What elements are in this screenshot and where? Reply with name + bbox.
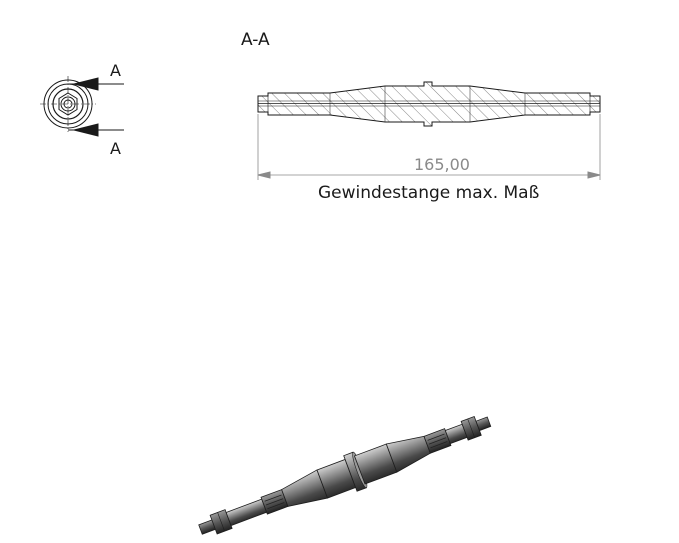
section-mark-top: A <box>110 61 121 80</box>
dimension-value: 165,00 <box>414 155 470 174</box>
section-mark-bottom: A <box>110 139 121 158</box>
dimension-line <box>257 114 601 180</box>
section-view-shaft <box>257 81 601 127</box>
shaft-3d-render <box>198 415 492 535</box>
section-title: A-A <box>241 30 270 50</box>
dimension-caption: Gewindestange max. Maß <box>318 183 539 203</box>
cutting-plane-line <box>68 77 124 137</box>
